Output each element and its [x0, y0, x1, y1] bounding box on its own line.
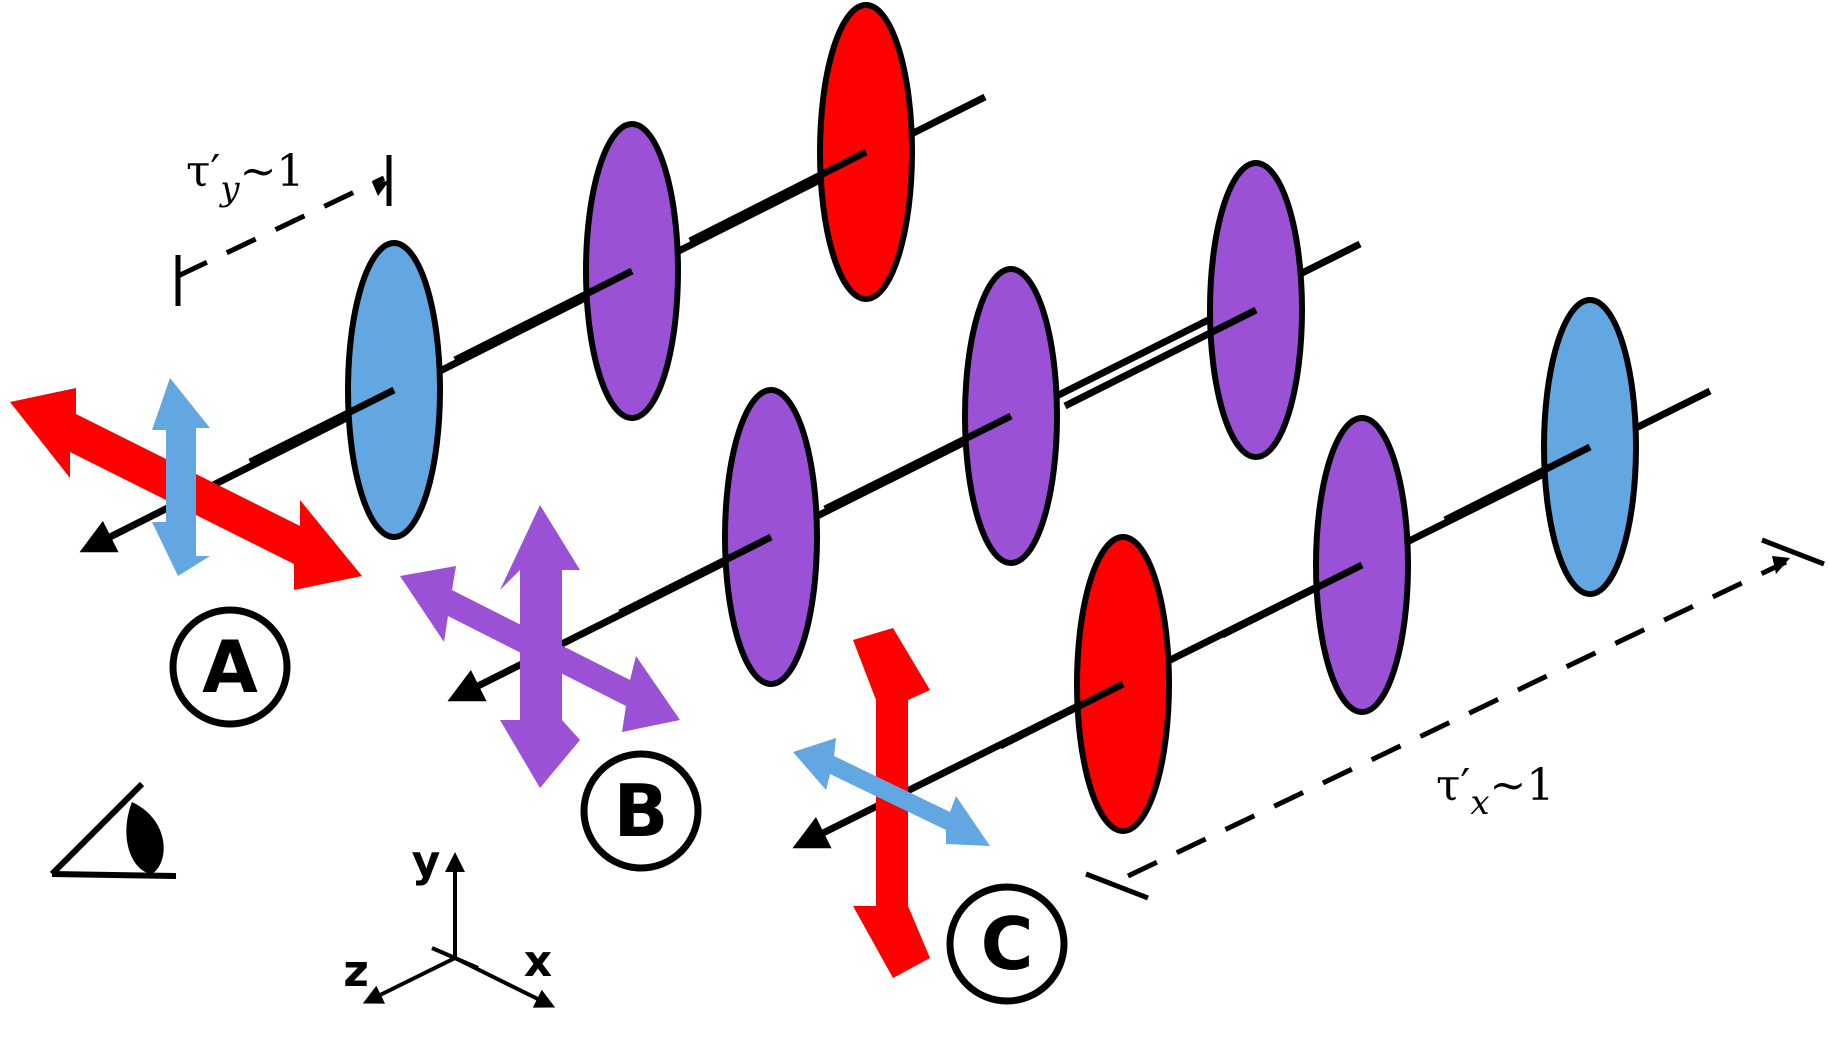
- tau-x-label: τ′x~1: [1436, 760, 1554, 823]
- label-c: C: [946, 883, 1068, 1005]
- purple-diagonal-double-arrow: [400, 566, 680, 732]
- row-2: [447, 160, 1362, 702]
- blue-vertical-double-arrow: [152, 378, 210, 576]
- blue-diagonal-double-arrow: [793, 738, 990, 846]
- tau-x-dimension: τ′x~1: [1085, 537, 1825, 901]
- polarization-a: [10, 378, 362, 590]
- tau-y-label: τ′y~1: [186, 146, 304, 209]
- label-a: A: [169, 606, 291, 728]
- label-a-text: A: [202, 625, 258, 709]
- coordinate-axes: y x z: [343, 836, 556, 1008]
- y-axis-label: y: [412, 836, 441, 887]
- z-axis: [362, 956, 456, 1004]
- row-1: [79, 2, 987, 553]
- label-b-text: B: [614, 769, 669, 853]
- row-3: [792, 297, 1712, 849]
- x-axis-label: x: [524, 936, 552, 987]
- label-c-text: C: [981, 902, 1034, 986]
- z-axis-label: z: [343, 946, 369, 997]
- polarization-b: [400, 505, 680, 788]
- eye-icon: [49, 781, 177, 879]
- polarization-c: [793, 628, 990, 978]
- tau-y-dimension: τ′y~1: [175, 146, 392, 306]
- label-b: B: [580, 750, 702, 872]
